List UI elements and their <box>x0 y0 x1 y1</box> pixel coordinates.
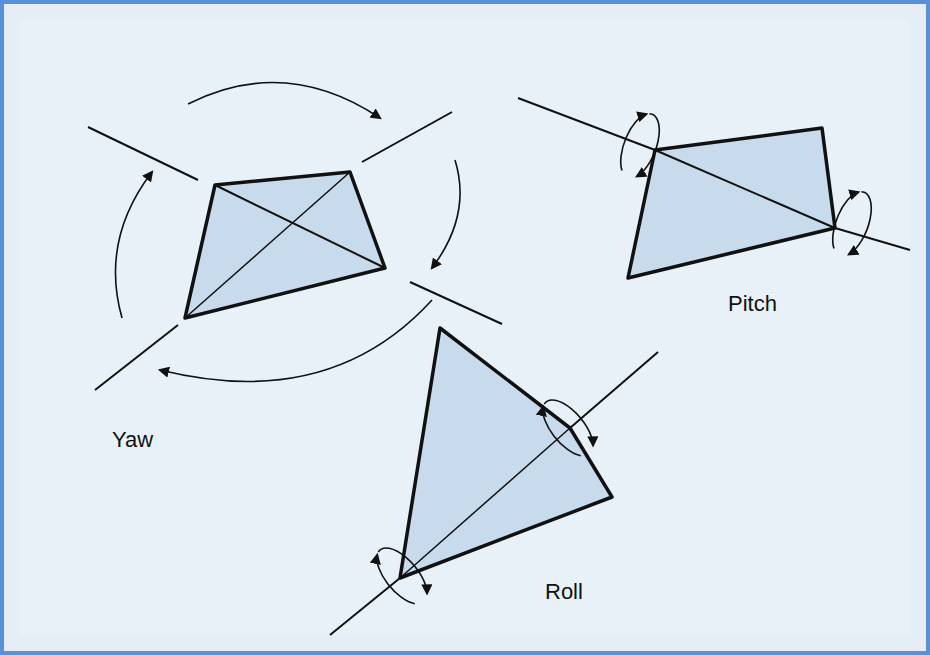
ground <box>20 20 910 635</box>
axis-label: Pitch <box>728 292 777 316</box>
roll-kite <box>330 328 658 635</box>
axis-label: Roll <box>545 580 583 604</box>
axis-label: Yaw <box>112 428 153 452</box>
pitch-kite <box>518 98 910 278</box>
